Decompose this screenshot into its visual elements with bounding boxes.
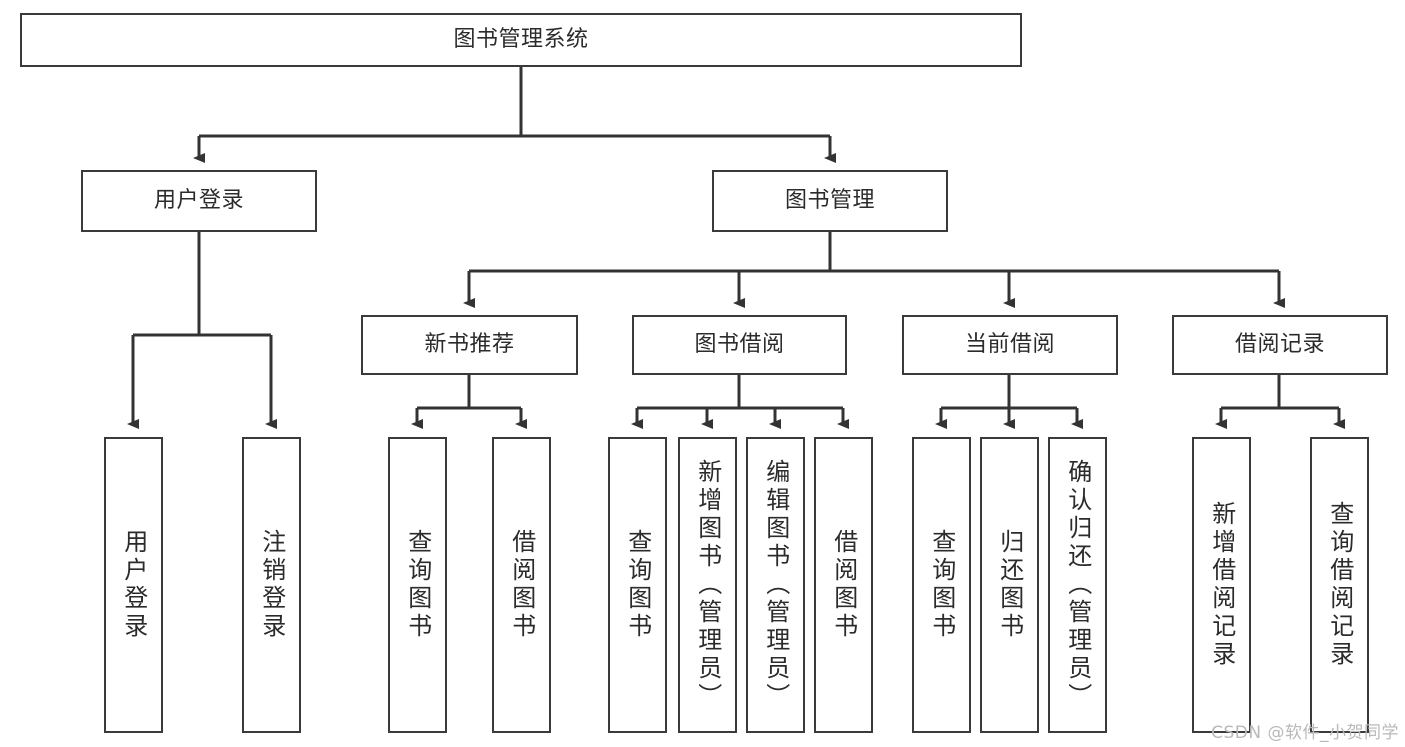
node-label: 用户登录 xyxy=(153,188,244,214)
leaf-confirm-return[interactable]: 确认归还（管理员） xyxy=(1048,437,1107,733)
node-label: 用户登录 xyxy=(119,529,148,641)
leaf-user-login[interactable]: 用户登录 xyxy=(104,437,163,733)
node-label: 图书管理系统 xyxy=(453,27,589,53)
node-label: 新增图书（管理员） xyxy=(693,459,722,711)
node-label: 新增借阅记录 xyxy=(1207,501,1236,669)
node-book-manage[interactable]: 图书管理 xyxy=(712,170,948,232)
node-label: 编辑图书（管理员） xyxy=(761,459,790,711)
leaf-query-book-3[interactable]: 查询图书 xyxy=(912,437,971,733)
node-label: 确认归还（管理员） xyxy=(1063,459,1092,711)
node-label: 查询图书 xyxy=(403,529,432,641)
node-label: 查询借阅记录 xyxy=(1325,501,1354,669)
node-label: 归还图书 xyxy=(995,529,1024,641)
leaf-query-book-1[interactable]: 查询图书 xyxy=(388,437,447,733)
node-label: 当前借阅 xyxy=(964,332,1055,358)
node-user-login[interactable]: 用户登录 xyxy=(81,170,317,232)
leaf-borrow-book-1[interactable]: 借阅图书 xyxy=(492,437,551,733)
node-label: 借阅图书 xyxy=(507,529,536,641)
leaf-borrow-book-2[interactable]: 借阅图书 xyxy=(814,437,873,733)
node-label: 注销登录 xyxy=(257,529,286,641)
node-label: 查询图书 xyxy=(623,529,652,641)
leaf-add-book[interactable]: 新增图书（管理员） xyxy=(678,437,737,733)
node-label: 新书推荐 xyxy=(424,332,515,358)
node-book-borrow[interactable]: 图书借阅 xyxy=(632,315,847,375)
node-label: 图书借阅 xyxy=(694,332,785,358)
node-label: 借阅图书 xyxy=(829,529,858,641)
leaf-query-record[interactable]: 查询借阅记录 xyxy=(1310,437,1369,733)
csdn-watermark: CSDN @软件_小贺同学 xyxy=(1211,723,1399,743)
leaf-logout[interactable]: 注销登录 xyxy=(242,437,301,733)
leaf-query-book-2[interactable]: 查询图书 xyxy=(608,437,667,733)
node-root[interactable]: 图书管理系统 xyxy=(20,13,1022,67)
leaf-edit-book[interactable]: 编辑图书（管理员） xyxy=(746,437,805,733)
node-label: 借阅记录 xyxy=(1234,332,1325,358)
node-new-book-rec[interactable]: 新书推荐 xyxy=(361,315,578,375)
leaf-add-record[interactable]: 新增借阅记录 xyxy=(1192,437,1251,733)
node-label: 图书管理 xyxy=(784,188,875,214)
node-current-borrow[interactable]: 当前借阅 xyxy=(902,315,1118,375)
node-borrow-record[interactable]: 借阅记录 xyxy=(1172,315,1388,375)
node-label: 查询图书 xyxy=(927,529,956,641)
leaf-return-book[interactable]: 归还图书 xyxy=(980,437,1039,733)
